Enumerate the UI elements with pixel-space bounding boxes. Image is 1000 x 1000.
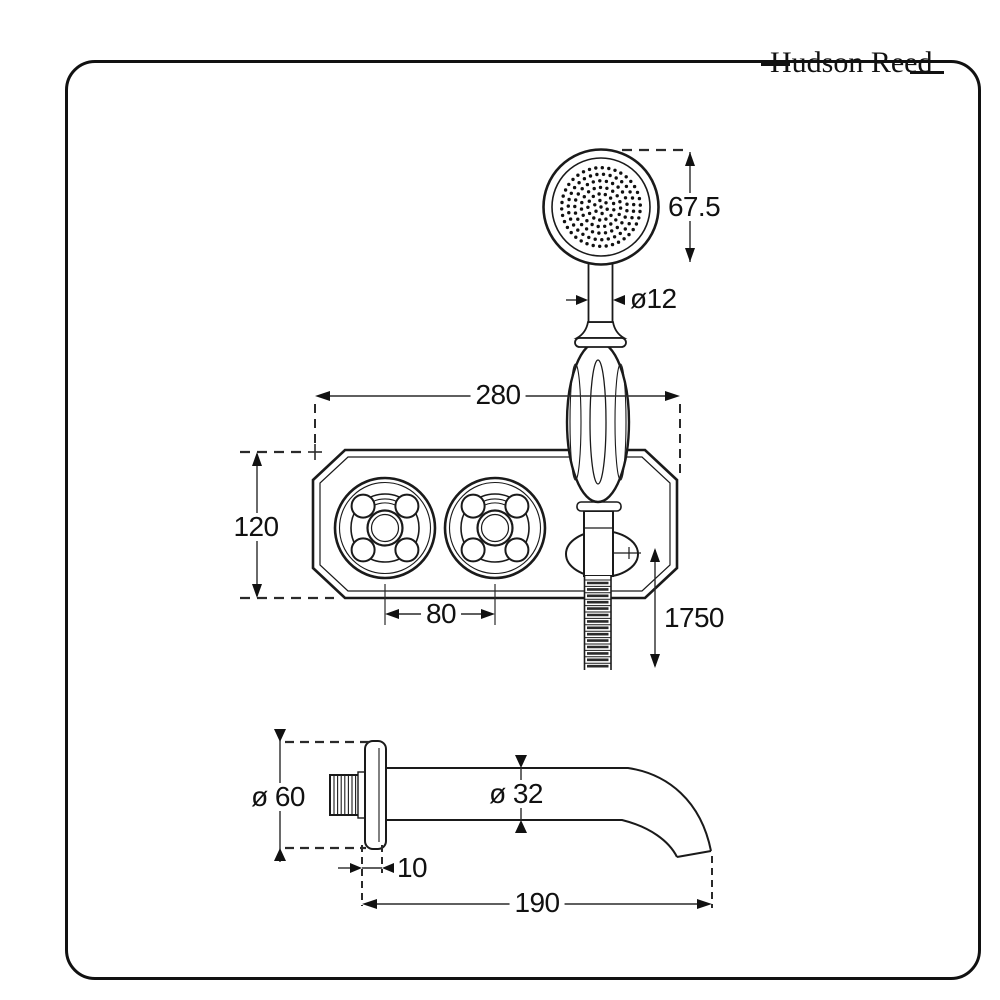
- dimension-head-height: 67.5: [662, 193, 726, 221]
- dimension-plate-height: 120: [228, 513, 284, 541]
- hose-connector: [583, 510, 614, 577]
- dimension-connector-diameter: ø12: [628, 283, 679, 314]
- handset-collar: [573, 321, 628, 348]
- shower-head: [542, 148, 660, 266]
- holder-centerline-mark: [613, 547, 641, 559]
- dimension-flange-diameter: ø 60: [246, 783, 310, 811]
- dim-hose-length: [650, 548, 660, 668]
- cold-valve-handle: [443, 476, 547, 580]
- handset-neck: [587, 261, 614, 323]
- dimension-handle-spacing: 80: [421, 600, 461, 628]
- hot-valve-handle: [333, 476, 437, 580]
- dim-connector-diameter: [566, 295, 625, 305]
- hose-ribs: [585, 579, 611, 668]
- logo-strikethrough-line: [761, 63, 790, 66]
- page-border: [65, 60, 981, 980]
- brand-logo: Hudson Reed: [770, 46, 933, 79]
- dimension-hose-length: 1750: [662, 602, 726, 633]
- shower-hose: [583, 576, 612, 670]
- dim-flange-depth: [338, 845, 394, 906]
- dimension-spout-diameter: ø 32: [484, 780, 548, 808]
- spout-thread-lines: [333, 776, 357, 814]
- handset-grip: [565, 340, 631, 512]
- bath-spout: [329, 740, 712, 858]
- dimension-spout-reach: 190: [509, 889, 565, 917]
- dimension-plate-width: 280: [470, 381, 526, 409]
- logo-underline: [910, 71, 944, 74]
- spray-nozzle-dots: [560, 166, 642, 248]
- dimension-flange-depth: 10: [395, 852, 429, 883]
